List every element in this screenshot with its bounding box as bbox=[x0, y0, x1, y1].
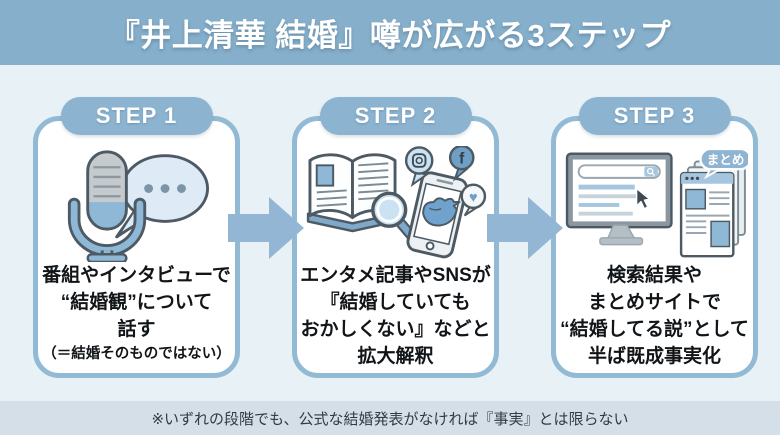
step-2-line-2: 『結婚していても bbox=[320, 291, 471, 313]
step-2-line-3: おかしくない』などと bbox=[300, 318, 491, 340]
step-2-line-1: エンタメ記事やSNSが bbox=[300, 265, 491, 286]
twitter-bird-icon bbox=[421, 197, 460, 227]
magazine-sns-icon: f ♥ bbox=[306, 146, 486, 259]
step-2-illustration: f ♥ bbox=[297, 145, 494, 263]
footnote-text: ※いずれの段階でも、公式な結婚発表がなければ『事実』とは限らない bbox=[151, 410, 629, 428]
step-3-line-3: “結婚してる説”として bbox=[560, 318, 749, 340]
step-3-card: STEP 3 bbox=[551, 97, 758, 381]
step-2-line-4: 拡大解釈 bbox=[357, 345, 434, 367]
step-3-illustration: まとめ bbox=[556, 145, 753, 263]
step-1-note: （＝結婚そのものではない） bbox=[42, 345, 231, 362]
heart-bubble-icon: ♥ bbox=[460, 183, 486, 217]
smartphone-icon bbox=[405, 171, 468, 259]
step-1-line-1: 番組やインタビューで bbox=[42, 265, 231, 286]
step-2-label: STEP 2 bbox=[354, 103, 437, 128]
footnote-band: ※いずれの段階でも、公式な結婚発表がなければ『事実』とは限らない bbox=[0, 401, 780, 435]
arrow-step2-to-step3-icon bbox=[487, 197, 563, 259]
step-3-description: 検索結果や まとめサイトで “結婚してる説”として 半ば既成事実化 bbox=[558, 263, 751, 381]
svg-text:♥: ♥ bbox=[469, 190, 478, 206]
step-1-line-2: “結婚観”について bbox=[60, 291, 213, 313]
monitor-search-icon bbox=[565, 152, 673, 246]
microphone-icon bbox=[67, 150, 146, 262]
step-3-line-2: まとめサイトで bbox=[587, 291, 721, 313]
matome-bubble-icon: まとめ bbox=[698, 147, 748, 180]
step-2-description: エンタメ記事やSNSが 『結婚していても おかしくない』などと 拡大解釈 bbox=[298, 263, 493, 381]
facebook-bubble-icon: f bbox=[448, 146, 475, 182]
step-3-header: STEP 3 bbox=[578, 97, 731, 135]
step-3-line-4: 半ば既成事実化 bbox=[587, 345, 721, 367]
step-2-card: STEP 2 bbox=[292, 97, 499, 381]
step-1-label: STEP 1 bbox=[95, 103, 178, 128]
title-banner: 『井上清華 結婚』噂が広がる3ステップ bbox=[0, 0, 780, 65]
step-1-header: STEP 1 bbox=[60, 97, 213, 135]
webpages-stack-icon: まとめ bbox=[679, 147, 748, 258]
step-1-card: STEP 1 bbox=[33, 97, 240, 378]
step-3-line-1: 検索結果や bbox=[606, 265, 702, 286]
step-1-illustration bbox=[38, 145, 235, 263]
page-title: 『井上清華 結婚』噂が広がる3ステップ bbox=[108, 18, 672, 53]
magnifier-icon bbox=[370, 191, 418, 243]
search-matome-icon: まとめ bbox=[565, 147, 748, 258]
step-3-label: STEP 3 bbox=[613, 103, 696, 128]
arrow-step1-to-step2-icon bbox=[228, 197, 304, 259]
step-2-header: STEP 2 bbox=[319, 97, 472, 135]
matome-bubble-label: まとめ bbox=[706, 153, 744, 167]
microphone-speech-icon bbox=[67, 150, 209, 262]
cursor-icon bbox=[635, 187, 650, 210]
instagram-bubble-icon bbox=[404, 146, 433, 188]
speech-bubble-icon bbox=[114, 154, 209, 239]
step-1-description: 番組やインタビューで “結婚観”について 話す （＝結婚そのものではない） bbox=[40, 263, 233, 376]
step-1-line-3: 話す bbox=[117, 318, 156, 340]
svg-text:f: f bbox=[459, 150, 465, 167]
